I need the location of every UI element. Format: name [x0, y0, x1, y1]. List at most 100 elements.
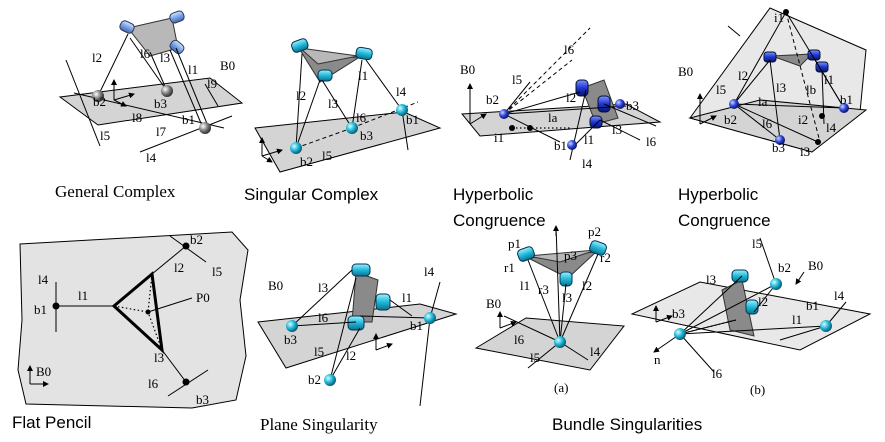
label-B0: B0 — [220, 58, 235, 73]
leg-line — [329, 277, 357, 381]
joint-cylinder — [517, 246, 535, 262]
label-l3: l3 — [160, 50, 170, 65]
base-plane — [58, 77, 244, 126]
dotted-line — [113, 305, 149, 313]
label-n: n — [654, 352, 661, 367]
label-l5: l5 — [530, 350, 540, 365]
caption-singular-complex: Singular Complex — [244, 185, 379, 204]
caption-plane-singularity: Plane Singularity — [260, 415, 378, 434]
label-l5: l5 — [752, 236, 762, 251]
label-b1: b1 — [806, 298, 819, 313]
dashed-line — [785, 11, 821, 143]
leg-line — [351, 59, 363, 129]
label-l2: l2 — [582, 278, 592, 293]
label-l6: l6 — [514, 332, 525, 347]
joint-cylinder — [589, 115, 603, 129]
leg-line — [733, 59, 771, 105]
label-b3: b3 — [626, 98, 639, 113]
base-joint — [615, 99, 625, 109]
label-l6: l6 — [762, 116, 773, 131]
base-joint — [92, 90, 104, 102]
label-i1: i1 — [774, 10, 784, 25]
label-b1: b1 — [182, 112, 195, 127]
complex-line — [204, 83, 219, 107]
joint-cylinder — [589, 240, 607, 256]
leg-line — [97, 33, 129, 97]
caption-hyperbolic-2-line2: Congruence — [678, 211, 771, 230]
panel-singular-complex: l1 l2 l3 l4 l5 l6 b1 b2 b3 Singular Comp… — [244, 38, 442, 204]
base-plane — [474, 317, 625, 371]
label-l6: l6 — [148, 376, 159, 391]
leg-line — [329, 327, 361, 381]
label-l5: l5 — [100, 128, 110, 143]
base-joint — [424, 312, 436, 324]
dashed-line — [295, 127, 353, 149]
base-joint — [199, 122, 211, 134]
joint-cylinder — [317, 69, 333, 82]
label-l4: l4 — [582, 156, 593, 171]
leg-line — [733, 103, 819, 143]
joint-cylinder — [559, 271, 573, 287]
label-b1: b1 — [406, 112, 419, 127]
label-b2: b2 — [778, 260, 791, 275]
axis-x — [469, 113, 487, 125]
label-l6: l6 — [356, 110, 367, 125]
leg-line — [679, 333, 715, 373]
leg-line — [599, 119, 641, 141]
base-joint — [324, 374, 336, 386]
label-l4: l4 — [424, 264, 435, 279]
label-b3: b3 — [360, 128, 373, 143]
label-l2: l2 — [92, 50, 102, 65]
label-b2: b2 — [300, 154, 313, 169]
leg-line — [419, 317, 431, 407]
label-l6b: l6 — [646, 134, 657, 149]
label-r2: r2 — [600, 250, 611, 265]
label-r3: r3 — [538, 282, 549, 297]
complex-line — [139, 115, 233, 153]
axis-y — [113, 99, 127, 107]
label-l9: l9 — [207, 76, 217, 91]
leg-line — [679, 325, 827, 335]
label-b3: b3 — [284, 332, 297, 347]
congruence-line — [733, 11, 787, 105]
axis-x — [499, 320, 517, 329]
joint-cylinder — [355, 46, 373, 61]
leg-line — [321, 79, 353, 129]
label-b2: b2 — [190, 232, 203, 247]
axis-x — [375, 342, 393, 351]
label-l1: l1 — [358, 68, 368, 83]
bundle-line — [527, 259, 561, 343]
moving-platform — [771, 53, 814, 67]
base-point — [182, 378, 190, 386]
dashed-line — [351, 101, 419, 129]
label-b3: b3 — [154, 96, 167, 111]
caption-hyperbolic-2-line1: Hyperbolic — [678, 185, 759, 204]
label-l2: l2 — [174, 260, 184, 275]
label-l1: l1 — [78, 288, 88, 303]
label-B0: B0 — [486, 296, 501, 311]
intersection-point — [527, 125, 533, 131]
congruence-line — [733, 103, 845, 109]
label-l8: l8 — [132, 110, 142, 125]
label-p3: p3 — [564, 248, 577, 263]
label-b3: b3 — [196, 392, 209, 407]
label-b3: b3 — [672, 306, 685, 321]
base-joint — [775, 135, 785, 145]
label-l4: l4 — [590, 344, 601, 359]
label-l1: l1 — [188, 62, 198, 77]
base-point — [52, 302, 60, 310]
label-l6: l6 — [712, 366, 723, 381]
label-l5: l5 — [212, 264, 222, 279]
congruence-line — [503, 105, 627, 115]
leg-line — [679, 275, 743, 335]
label-l3: l3 — [318, 280, 328, 295]
intersection-point — [509, 125, 515, 131]
congruence-line — [503, 81, 531, 115]
label-l3: l3 — [328, 96, 338, 111]
base-joint — [499, 109, 509, 119]
leg-line — [813, 57, 845, 109]
leg-line — [129, 37, 168, 92]
caption-bundle-singularities: Bundle Singularities — [552, 415, 702, 434]
base-joint — [674, 328, 686, 340]
